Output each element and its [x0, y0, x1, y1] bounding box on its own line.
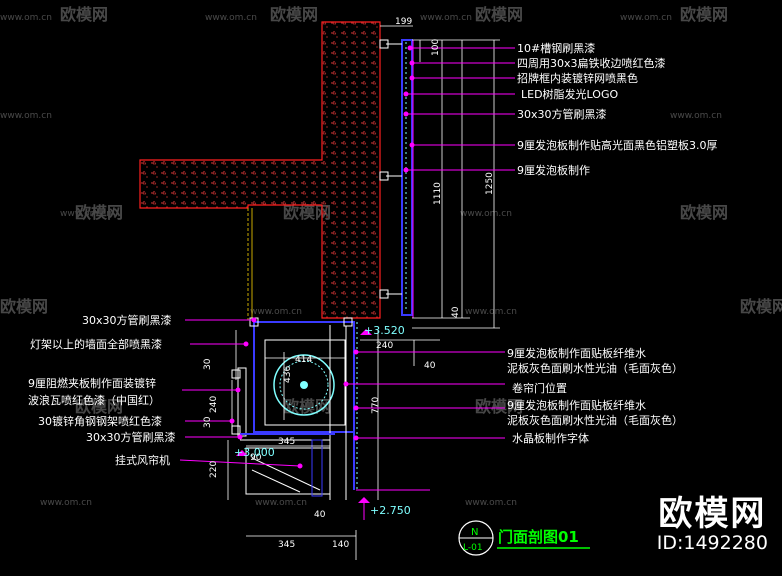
watermark-url: www.om.cn — [465, 498, 517, 508]
watermark-url: www.om.cn — [60, 209, 112, 219]
callout-label: 挂式风帘机 — [115, 453, 170, 467]
callout-label: 10#槽钢刷黑漆 — [517, 42, 595, 55]
dim-text: 40 — [424, 361, 436, 371]
callout-label: 9厘发泡板制作贴高光面黑色铝塑板3.0厚 — [517, 138, 718, 152]
callout-label: 灯架以上的墙面全部喷黑漆 — [30, 337, 162, 351]
callout-label: 9厘发泡板制作面贴板纤维水 — [507, 398, 646, 412]
dim-text: 770 — [371, 397, 381, 414]
watermark-url: www.om.cn — [620, 13, 672, 23]
watermark-brand: 欧模网 — [0, 297, 48, 316]
watermark-brand: 欧模网 — [680, 5, 728, 24]
watermark-layer: 欧模网 www.om.cn 欧模网 www.om.cn 欧模网 www.om.c… — [0, 5, 782, 508]
dim-text: 30 — [203, 358, 213, 370]
watermark-url: www.om.cn — [670, 111, 722, 121]
dim-text: 345 — [278, 540, 295, 550]
level-markers — [236, 329, 430, 520]
callouts-left: 30x30方管刷黑漆 灯架以上的墙面全部喷黑漆 9厘阻燃夹板制作面装镀锌 波浪瓦… — [28, 313, 176, 467]
watermark-url: www.om.cn — [420, 13, 472, 23]
dim-text: 140 — [332, 540, 349, 550]
watermark-brand: 欧模网 — [740, 297, 782, 316]
watermark-url: www.om.cn — [0, 13, 52, 23]
light-frame — [247, 208, 253, 320]
watermark-brand: 欧模网 — [283, 397, 331, 416]
dim-text: 199 — [395, 17, 412, 27]
watermark-brand: 欧模网 — [680, 203, 728, 222]
dim-text: 30 — [203, 416, 213, 428]
dim-text: 240 — [376, 341, 393, 351]
dim-text: 40 — [314, 510, 326, 520]
watermark: 欧模网 www.om.cn — [0, 5, 108, 24]
callout-label: 水晶板制作字体 — [512, 431, 589, 445]
watermark-brand: 欧模网 — [270, 5, 318, 24]
shutter-box — [249, 317, 358, 500]
dim-text: 1110 — [433, 182, 443, 205]
callout-label: 招牌框内装镀锌网喷黑色 — [517, 71, 638, 85]
title-text: 门面剖图01 — [498, 528, 579, 546]
level-label: +3.520 — [364, 324, 405, 337]
dim-text: 40 — [451, 306, 461, 318]
dim-text: 1250 — [485, 172, 495, 195]
callout-label: 波浪瓦喷红色漆（中国红） — [28, 393, 160, 407]
callout-label: 9厘发泡板制作 — [517, 163, 590, 177]
watermark-url: www.om.cn — [255, 498, 307, 508]
watermark-url: www.om.cn — [465, 307, 517, 317]
callout-label: 9厘发泡板制作面贴板纤维水 — [507, 346, 646, 360]
watermark-brand: 欧模网 — [475, 397, 523, 416]
concrete-structure — [139, 21, 381, 319]
title-sheet: L-01 — [463, 543, 483, 553]
dim-text: 90 — [250, 453, 262, 463]
badge-brand: 欧模网 — [658, 494, 767, 534]
dim-text: 220 — [209, 461, 219, 478]
level-labels: +3.520 +3.000 +2.750 — [234, 324, 411, 517]
dim-text: 414 — [295, 355, 312, 365]
watermark-url: www.om.cn — [40, 498, 92, 508]
watermark-url: www.om.cn — [250, 307, 302, 317]
callout-label: 卷帘门位置 — [512, 381, 567, 395]
watermark-brand: 欧模网 — [75, 397, 123, 416]
air-curtain-unit — [245, 439, 331, 497]
watermark-brand: 欧模网 — [75, 203, 123, 222]
watermark-brand: 欧模网 — [283, 203, 331, 222]
watermark-url: www.om.cn — [460, 209, 512, 219]
dim-text: 100 — [431, 39, 441, 56]
shutter-roll — [273, 354, 335, 416]
callout-label: 30x30方管刷黑漆 — [517, 107, 607, 121]
dim-text: 345 — [278, 437, 295, 447]
concrete-wall — [139, 21, 381, 319]
callout-label: 30镀锌角钢钢架喷红色漆 — [38, 414, 162, 428]
leaders-right — [343, 45, 515, 441]
watermark-url: www.om.cn — [205, 13, 257, 23]
level-label: +3.000 — [234, 446, 275, 459]
callout-label: LED树脂发光LOGO — [521, 87, 618, 101]
level-label: +2.750 — [370, 504, 411, 517]
title-block: N L-01 门面剖图01 — [458, 520, 590, 556]
badge-id: ID:1492280 — [656, 532, 768, 554]
watermark-url: www.om.cn — [0, 111, 52, 121]
leaders-left — [179, 317, 303, 469]
dim-text: 436 — [283, 366, 293, 383]
title-letter: N — [471, 527, 478, 538]
callout-label: 泥板灰色面刷水性光油（毛面灰色） — [507, 361, 683, 375]
callout-label: 四周用30x3扁铁收边喷红色漆 — [517, 56, 666, 70]
callout-label: 30x30方管刷黑漆 — [86, 430, 176, 444]
callouts-right: 10#槽钢刷黑漆 四周用30x3扁铁收边喷红色漆 招牌框内装镀锌网喷黑色 LED… — [507, 42, 718, 445]
signboard-frame — [379, 39, 414, 318]
callout-label: 30x30方管刷黑漆 — [82, 313, 172, 327]
watermark-brand: 欧模网 — [475, 5, 523, 24]
callout-label: 9厘阻燃夹板制作面装镀锌 — [28, 376, 156, 390]
dim-text: 240 — [209, 396, 219, 413]
watermark-brand: 欧模网 — [60, 5, 108, 24]
callout-label: 泥板灰色面刷水性光油（毛面灰色） — [507, 413, 683, 427]
site-badge: 欧模网 ID:1492280 — [657, 496, 768, 554]
dimension-lines — [227, 25, 500, 560]
dimension-values: 199 100 1110 1250 40 240 40 414 436 770 … — [203, 17, 495, 550]
